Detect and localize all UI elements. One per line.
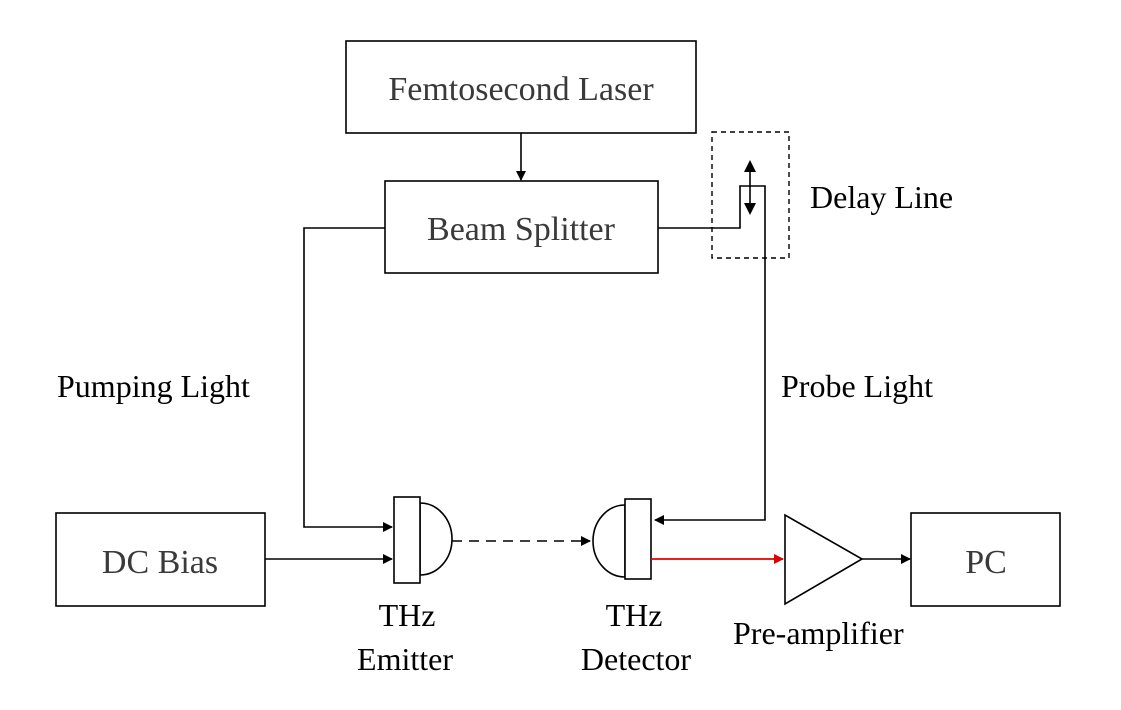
thz-detector-label-line2: Detector: [581, 641, 692, 677]
thz-emitter: [393, 496, 453, 584]
pumping-light-path: [303, 227, 393, 532]
probe-light-path: [654, 185, 766, 525]
dc-bias-label: DC Bias: [102, 544, 218, 581]
pc-block: PC: [910, 512, 1061, 607]
femtosecond-laser-label: Femtosecond Laser: [388, 71, 654, 108]
delay-line-box: [711, 131, 790, 259]
probe-light-label: Probe Light: [781, 368, 933, 404]
thz-detector-label-line1: THz: [606, 597, 663, 633]
thz-detector: [592, 498, 652, 580]
pre-amplifier-symbol: [784, 513, 864, 606]
pumping-light-label: Pumping Light: [57, 368, 250, 404]
delay-line-label: Delay Line: [810, 179, 953, 215]
beam-splitter-label: Beam Splitter: [427, 211, 616, 248]
delay-line-double-arrow: [744, 160, 756, 215]
thz-emitter-label-line1: THz: [379, 597, 436, 633]
beam-splitter-block: Beam Splitter: [384, 180, 659, 274]
dc-bias-block: DC Bias: [55, 512, 266, 607]
femtosecond-laser-block: Femtosecond Laser: [345, 40, 697, 134]
pc-label: PC: [965, 544, 1007, 581]
thz-emitter-label-line2: Emitter: [357, 641, 453, 677]
pre-amplifier-label: Pre-amplifier: [733, 615, 904, 651]
